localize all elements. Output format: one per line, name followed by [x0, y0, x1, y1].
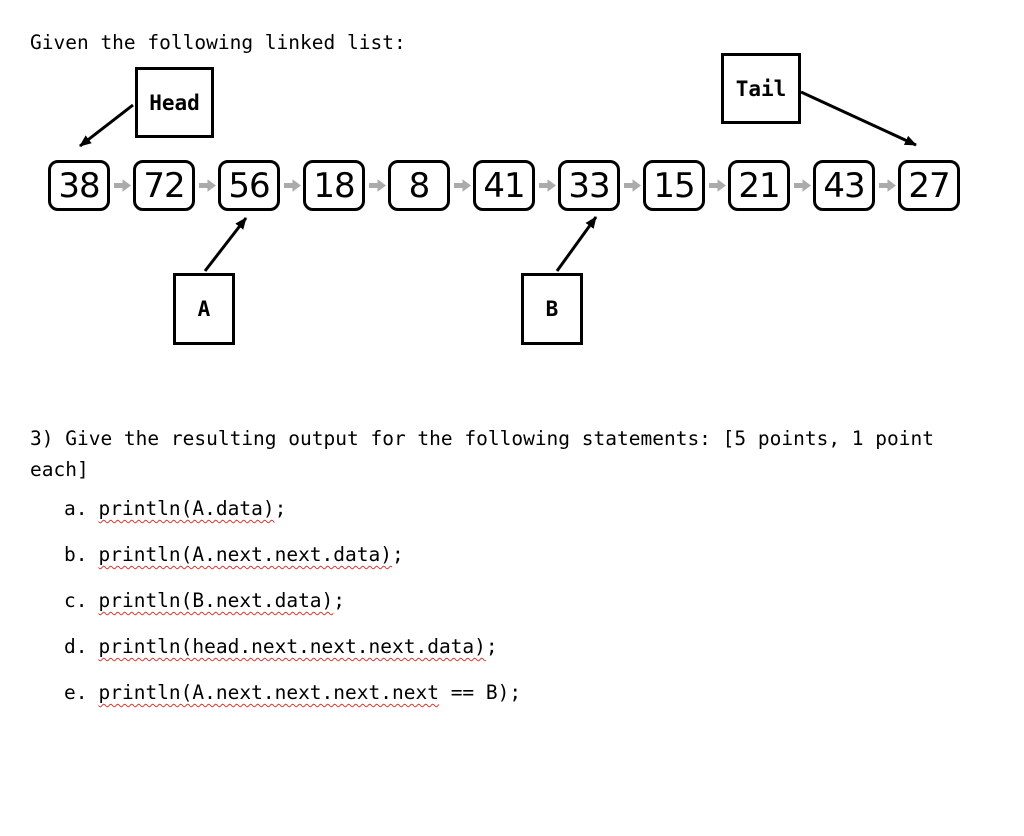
statement-row: e. println(A.next.next.next.next == B);	[64, 680, 521, 706]
statement-code: println(B.next.data)	[98, 589, 334, 612]
statement-suffix: ;	[485, 635, 498, 658]
list-node: 27	[898, 160, 960, 211]
next-pointer-icon	[454, 179, 471, 192]
tail-label-box: Tail	[721, 53, 801, 124]
statement-letter: e.	[64, 681, 88, 704]
list-node: 15	[643, 160, 705, 211]
b-label-box: B	[521, 273, 583, 345]
statement-suffix: == B);	[438, 681, 522, 704]
statement-row: b. println(A.next.next.data);	[64, 542, 404, 568]
list-node: 8	[388, 160, 450, 211]
next-pointer-icon	[539, 179, 556, 192]
statement-suffix: ;	[391, 543, 404, 566]
statement-suffix: ;	[333, 589, 346, 612]
statement-code: println(A.next.next.next.next	[98, 681, 439, 704]
statement-row: a. println(A.data);	[64, 496, 286, 522]
tail-arrow	[800, 90, 917, 147]
statement-code: println(A.data)	[98, 497, 275, 520]
list-node: 38	[48, 160, 110, 211]
head-arrow	[79, 103, 134, 148]
list-node: 72	[133, 160, 195, 211]
list-node: 18	[303, 160, 365, 211]
statement-letter: c.	[64, 589, 88, 612]
page-title: Given the following linked list:	[30, 31, 406, 54]
list-node: 41	[473, 160, 535, 211]
b-arrow	[555, 216, 598, 272]
statement-suffix: ;	[274, 497, 287, 520]
statement-code: println(head.next.next.next.data)	[98, 635, 486, 658]
next-pointer-icon	[794, 179, 811, 192]
statement-code: println(A.next.next.data)	[98, 543, 392, 566]
next-pointer-icon	[369, 179, 386, 192]
statement-letter: b.	[64, 543, 88, 566]
next-pointer-icon	[114, 179, 131, 192]
head-label-box: Head	[135, 67, 214, 138]
next-pointer-icon	[879, 179, 896, 192]
statement-letter: a.	[64, 497, 88, 520]
a-arrow	[203, 217, 248, 272]
next-pointer-icon	[624, 179, 641, 192]
a-label-box: A	[173, 273, 235, 345]
statement-row: d. println(head.next.next.next.data);	[64, 634, 498, 660]
next-pointer-icon	[284, 179, 301, 192]
list-node: 43	[813, 160, 875, 211]
statement-letter: d.	[64, 635, 88, 658]
list-node: 21	[728, 160, 790, 211]
next-pointer-icon	[199, 179, 216, 192]
next-pointer-icon	[709, 179, 726, 192]
list-node: 56	[218, 160, 280, 211]
statement-row: c. println(B.next.data);	[64, 588, 345, 614]
question-prompt: 3) Give the resulting output for the fol…	[30, 427, 946, 481]
list-node: 33	[558, 160, 620, 211]
